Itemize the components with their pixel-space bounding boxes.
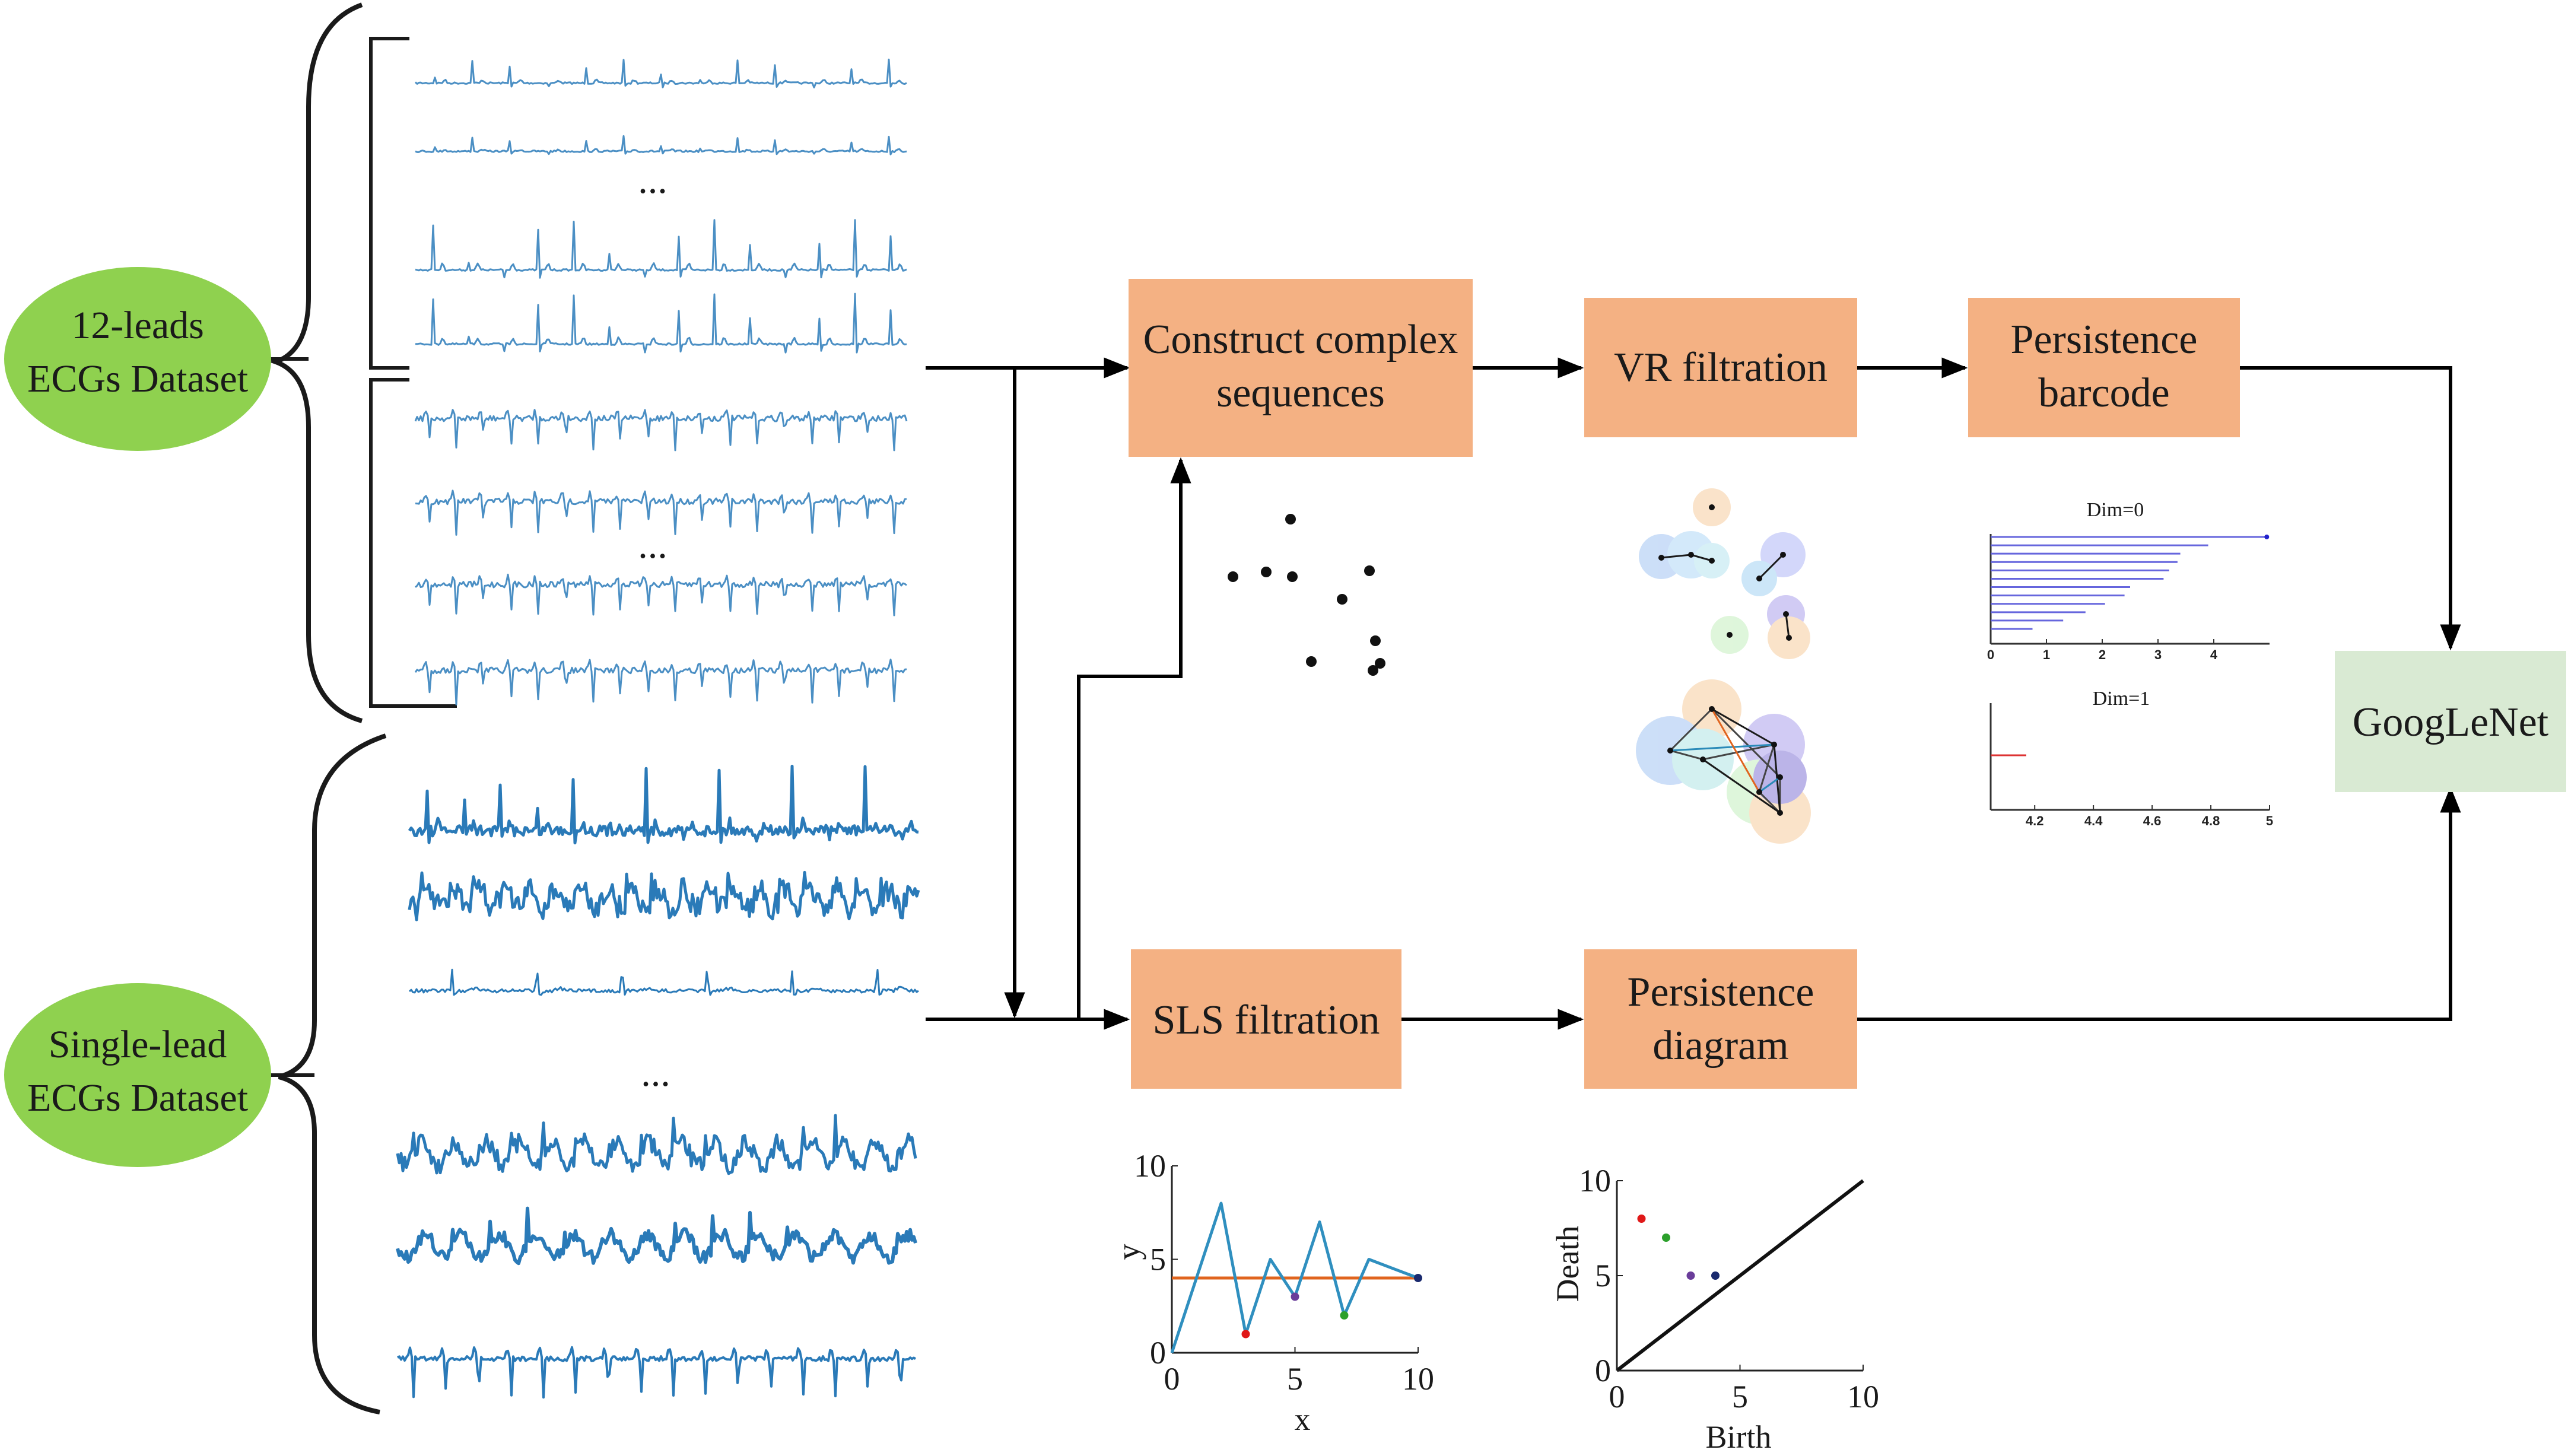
barcode-dim0-tick-label: 4 (2210, 647, 2218, 662)
sls-point (1414, 1274, 1422, 1282)
node-vr-filtration: VR filtration (1584, 298, 1857, 437)
barcode-dim1-tick-label: 4.4 (2084, 813, 2103, 828)
ecg-trace-12 (396, 1114, 917, 1175)
sls-xlabel: x (1295, 1401, 1311, 1437)
barcode-dim0-tick-label: 3 (2154, 647, 2162, 662)
arrow-barcode-to-googlenet (2240, 366, 2461, 651)
ecg-trace-11 (408, 968, 919, 996)
pd-y-tick-label: 0 (1595, 1353, 1611, 1388)
dataset-single-lead: Single-lead ECGs Dataset (4, 983, 271, 1167)
ellipsis-group-3: ... (641, 1051, 670, 1095)
barcode-dim1-tick-label: 5 (2266, 813, 2273, 828)
ecg-trace-3 (415, 219, 907, 279)
dataset-12-lead-line1: 12-leads (71, 304, 204, 347)
node-sls-filtration: SLS filtration (1131, 949, 1401, 1089)
sls-x-tick-label: 0 (1164, 1361, 1180, 1397)
pd-point (1637, 1215, 1646, 1223)
barcode-dim1-title: Dim=1 (2093, 688, 2150, 710)
node-vr-label: VR filtration (1614, 345, 1828, 390)
node-googlenet: GoogLeNet (2335, 651, 2566, 792)
ellipsis-group-1: ... (638, 158, 668, 202)
barcode-dim1-plot: Dim=1 4.2 4.4 4.6 4.8 5 (1989, 688, 2273, 828)
brace-12-lead (269, 2, 363, 723)
ecg-trace-4 (415, 293, 907, 354)
barcode-dim0-tick-label: 1 (2043, 647, 2050, 662)
node-diagram-line2: diagram (1652, 1023, 1788, 1069)
ellipsis-group-2: ... (638, 523, 668, 567)
node-sls-label: SLS filtration (1152, 997, 1380, 1043)
pd-y-tick-label: 5 (1595, 1258, 1611, 1293)
ecg-trace-14 (396, 1346, 917, 1399)
ecg-trace-7 (414, 573, 907, 616)
dataset-single-lead-line2: ECGs Dataset (27, 1076, 248, 1120)
arrow-diagram-to-googlenet (1857, 786, 2461, 1021)
pd-point (1711, 1271, 1720, 1280)
pd-point (1662, 1234, 1670, 1242)
node-barcode-line1: Persistence (2011, 317, 2198, 363)
barcode-dim1-tick-label: 4.2 (2026, 813, 2044, 828)
ecg-traces (396, 58, 920, 1399)
ecg-trace-1 (414, 58, 907, 88)
sls-point (1241, 1330, 1250, 1339)
pd-y-tick-label: 10 (1579, 1163, 1611, 1199)
barcode-dim0-title: Dim=0 (2087, 499, 2144, 521)
node-diagram-line1: Persistence (1628, 969, 1814, 1015)
sls-x-tick-label: 5 (1287, 1361, 1303, 1397)
sls-point (1340, 1311, 1349, 1320)
barcode-dim0-bar-end (2264, 535, 2270, 539)
bracket-group-1 (369, 37, 409, 370)
sls-y-tick-label: 0 (1150, 1335, 1166, 1371)
pd-x-tick-label: 0 (1609, 1379, 1625, 1414)
barcode-dim1-tick-label: 4.6 (2143, 813, 2162, 828)
node-googlenet-label: GoogLeNet (2353, 700, 2549, 745)
flow-arrows (926, 357, 2461, 1030)
sls-y-tick-label: 5 (1150, 1242, 1166, 1277)
pd-diagonal (1616, 1179, 1864, 1372)
arrow-up-to-construct (1077, 457, 1191, 1019)
point-cloud (1228, 514, 1385, 676)
pd-x-tick-label: 5 (1732, 1379, 1748, 1414)
sls-y-tick-label: 10 (1134, 1148, 1166, 1184)
ecg-trace-6 (415, 489, 907, 536)
barcode-dim0-tick-label: 2 (2099, 647, 2106, 662)
sls-ylabel: y (1111, 1244, 1146, 1260)
dataset-12-lead-line2: ECGs Dataset (27, 357, 248, 400)
node-construct-line1: Construct complex (1143, 317, 1458, 363)
pd-ylabel: Death (1550, 1226, 1585, 1302)
node-persistence-barcode: Persistence barcode (1968, 298, 2240, 437)
node-persistence-diagram: Persistence diagram (1584, 949, 1857, 1089)
sls-x-tick-label: 10 (1402, 1361, 1434, 1397)
node-barcode-line2: barcode (2038, 370, 2170, 416)
barcode-dim0-tick-label: 0 (1987, 647, 1994, 662)
ecg-trace-5 (414, 409, 908, 452)
barcode-dim0-plot: Dim=0 0 1 2 3 4 (1987, 499, 2270, 662)
ecg-trace-10 (408, 870, 920, 921)
sls-line-plot: x y 0 5 10 0 5 10 (1111, 1148, 1434, 1437)
dataset-single-lead-line1: Single-lead (49, 1023, 227, 1066)
dataset-12-lead: 12-leads ECGs Dataset (4, 267, 271, 451)
pd-point (1686, 1271, 1695, 1280)
vr-complex-illustration (1636, 488, 1811, 844)
sls-series-line (1170, 1201, 1419, 1353)
pd-xlabel: Birth (1705, 1419, 1771, 1455)
node-construct-line2: sequences (1216, 370, 1385, 416)
bracket-group-2 (369, 378, 457, 708)
barcode-dim1-tick-label: 4.8 (2202, 813, 2220, 828)
persistence-diagram-plot: Birth Death 0 5 10 0 5 10 (1550, 1163, 1879, 1455)
pd-x-tick-label: 10 (1847, 1379, 1879, 1414)
node-construct-complex: Construct complex sequences (1129, 279, 1473, 457)
ecg-trace-8 (414, 659, 907, 705)
ecg-trace-13 (396, 1206, 917, 1266)
ecg-trace-2 (415, 135, 907, 155)
ecg-trace-9 (408, 764, 919, 845)
sls-point (1291, 1292, 1299, 1301)
